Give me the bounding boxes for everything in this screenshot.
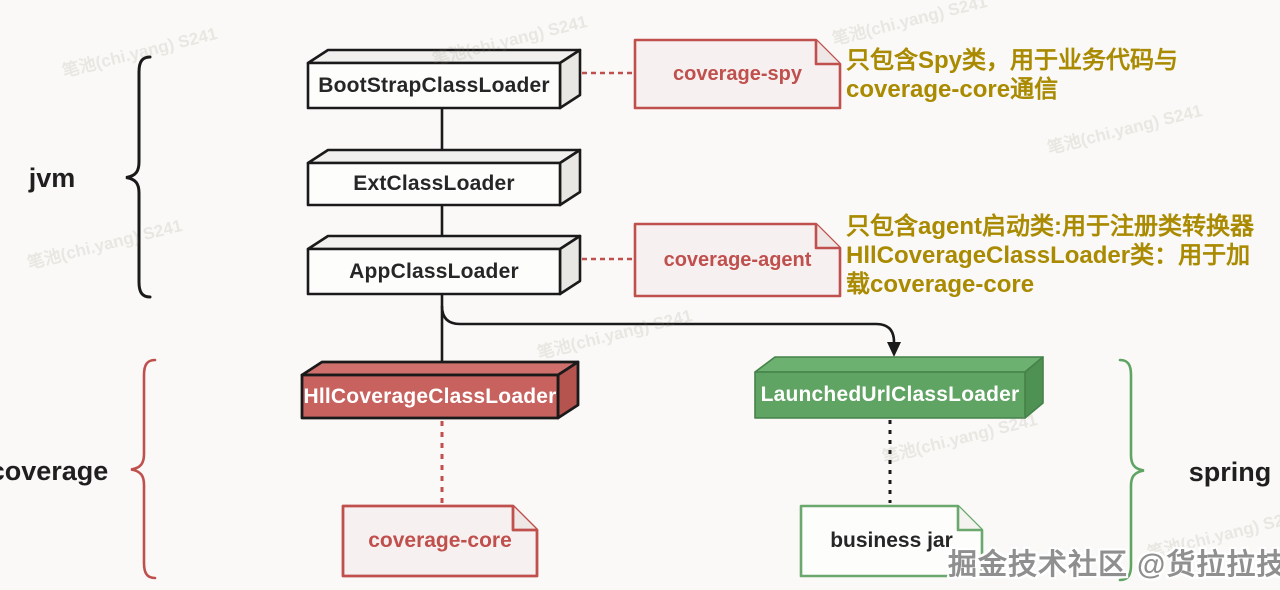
jvm-group-label: jvm [28,162,76,193]
launched-box-top-face [754,356,1044,373]
coverage-agent-note: coverage-agent [663,248,812,271]
bootstrap-box-top-face [306,48,582,65]
ext-box-front-face [306,161,562,207]
core-note-body [341,504,539,578]
business-note-body [799,504,984,578]
agent-annotation: 只包含agent启动类:用于注册类转换器 HllCoverageClassLoa… [846,212,1254,299]
core-note-shape [341,504,539,578]
spy-annotation-line1: 只包含Spy类，用于业务代码与 [846,47,1179,74]
launched-box-front-face [754,371,1026,419]
app-box-top-face [306,234,582,251]
coverage-group-label: coverage [0,455,109,486]
agent-note-body [633,222,842,298]
bootstrap-box-3d [306,48,582,110]
app-box-3d [306,234,582,296]
spy-note-shape [633,38,842,110]
app-classloader-box: AppClassLoader [349,259,519,283]
jvm-brace [125,55,152,299]
app-box-front-face [306,247,562,296]
core-note-fold-corner [511,506,537,532]
agent-annotation-line1: 只包含agent启动类:用于注册类转换器 [846,213,1254,240]
agent-annotation-line2: HllCoverageClassLoader类：用于加 [846,242,1251,269]
hll-coverage-classloader-box: HllCoverageClassLoader [303,384,557,408]
bootstrap-box-front-face [306,61,562,110]
hll-box-3d [300,360,580,420]
ext-box-top-face [306,148,582,165]
spring-brace [1118,358,1145,582]
spy-note-fold-corner [814,40,840,66]
brand-watermark: 掘金技术社区 @货拉拉技术 [948,549,1280,581]
coverage-spy-note: coverage-spy [673,62,802,85]
ext-box-3d [306,148,582,207]
agent-annotation-line3: 载coverage-core [846,271,1035,298]
coverage-core-note: coverage-core [368,529,512,552]
launched-url-classloader-box: LaunchedUrlClassLoader [760,383,1020,406]
arrowhead-launched [887,342,901,357]
agent-note-fold-corner [814,224,840,250]
spring-group-label: spring [1188,456,1272,487]
business-note-fold-corner [956,506,982,532]
spy-annotation: 只包含Spy类，用于业务代码与 coverage-core通信 [846,46,1178,104]
business-note-shape [799,504,984,578]
coverage-brace [130,358,157,580]
launched-box-3d [754,356,1044,419]
bootstrap-classloader-box: BootStrapClassLoader [318,73,550,97]
agent-note-shape [633,222,842,298]
spy-note-body [633,38,842,110]
spy-annotation-line2: coverage-core通信 [846,76,1059,103]
hll-box-front-face [300,373,560,420]
business-jar-note: business jar [830,529,953,552]
hll-box-top-face [300,360,580,377]
connector-branch-to-launched [440,305,896,349]
ext-classloader-box: ExtClassLoader [353,172,515,195]
